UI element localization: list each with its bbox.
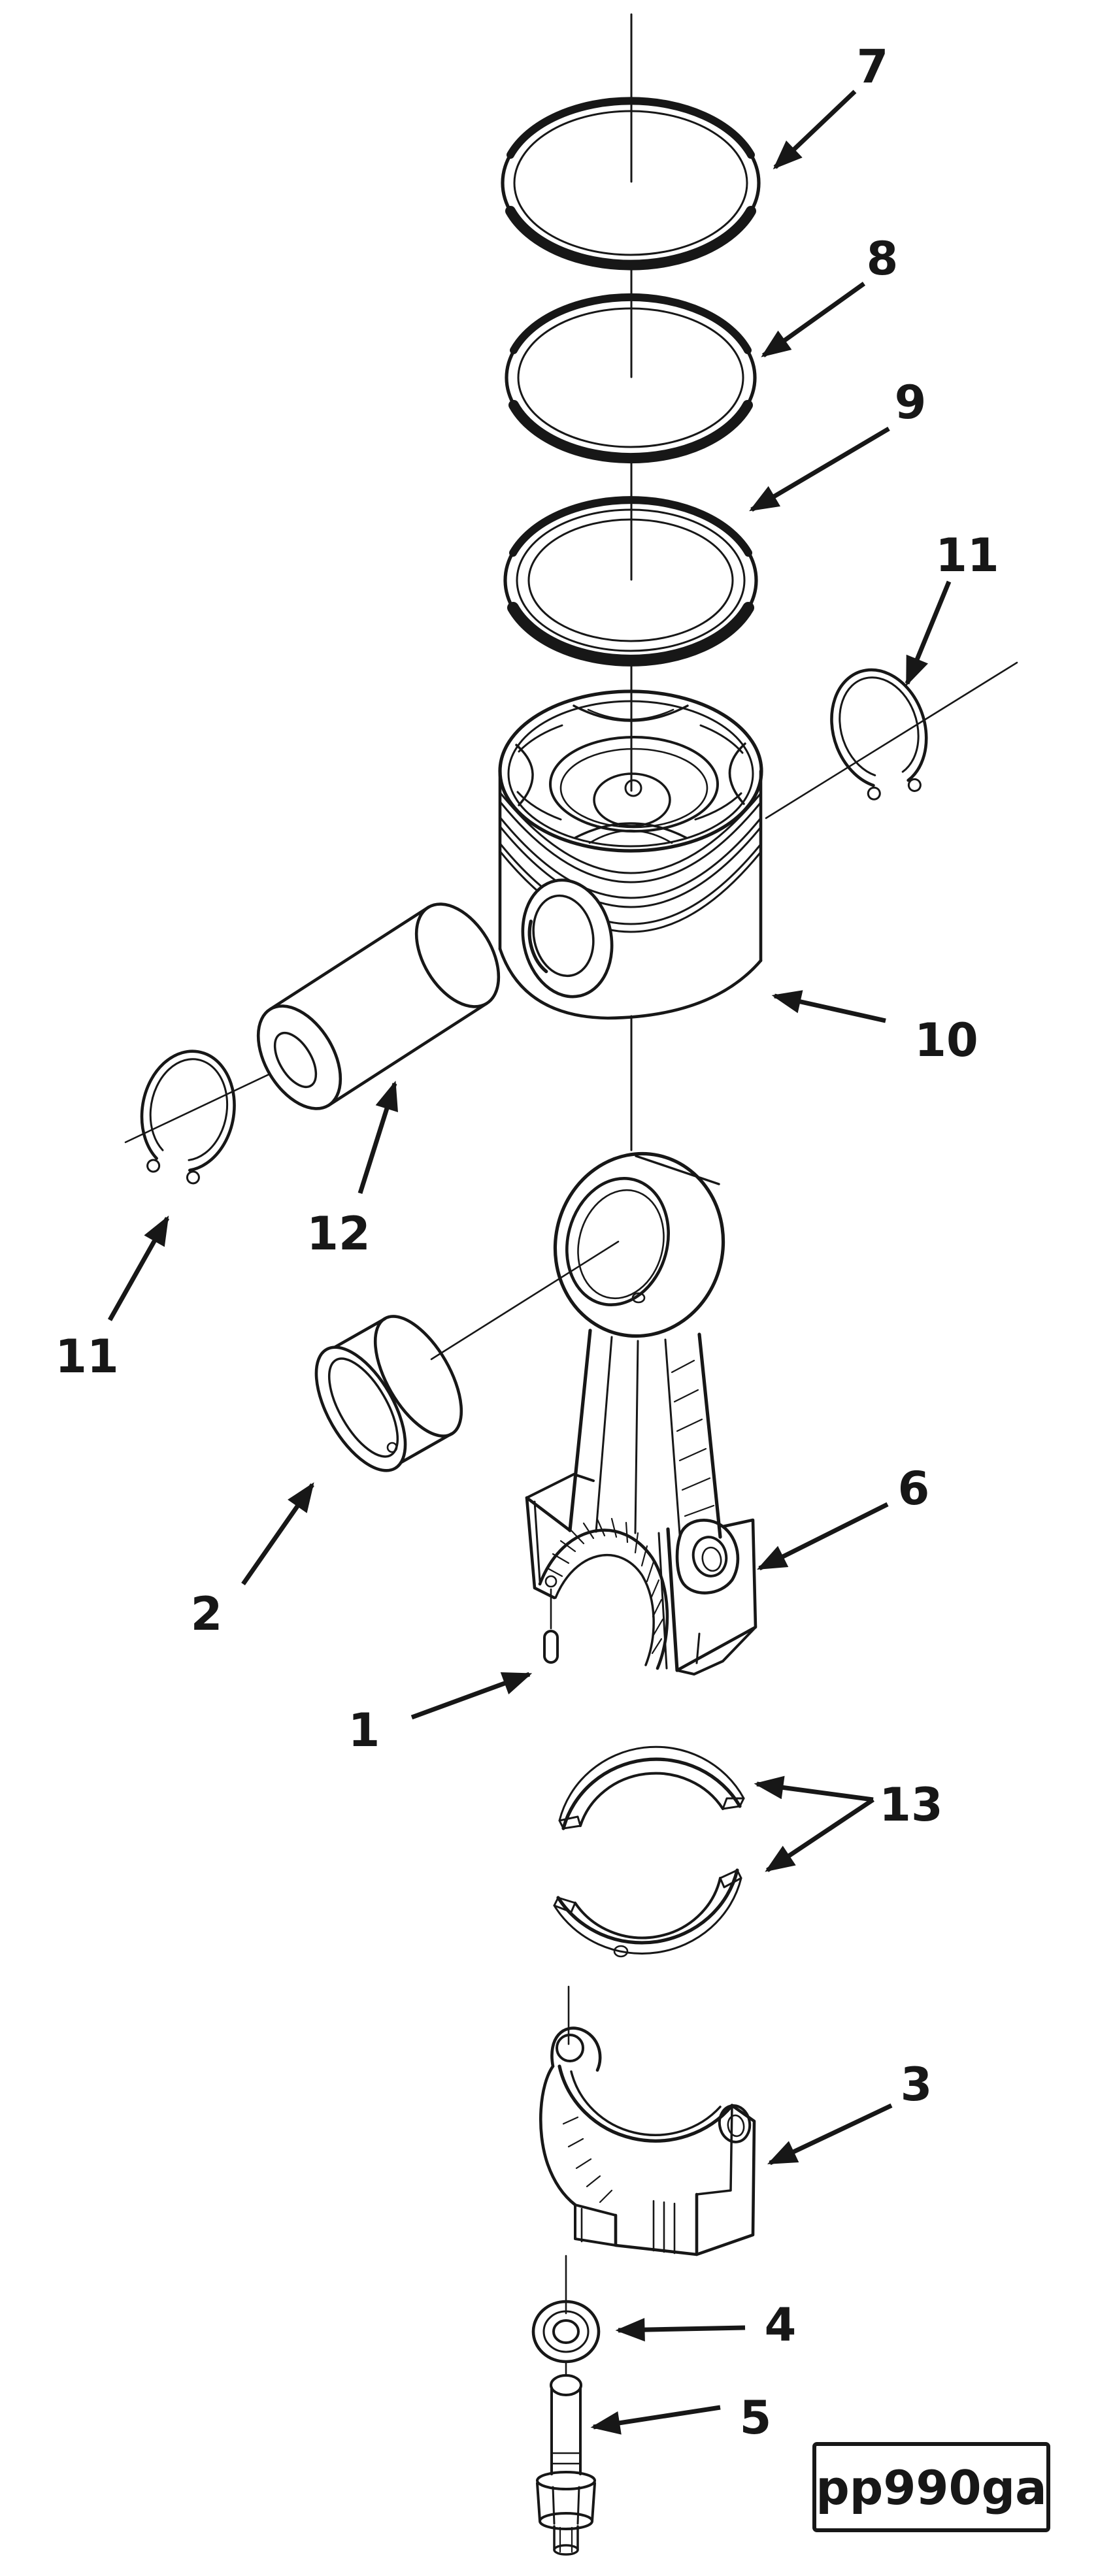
callout-12: 12 [307,1080,398,1261]
stamp-text: pp990ga [816,2460,1047,2515]
bearing-band-hatch [546,1517,664,1655]
figure-stamp: pp990ga [812,2442,1050,2532]
axis-lines [124,13,1018,2376]
callout-label-3: 3 [901,2058,933,2111]
callout-2: 2 [191,1482,314,1641]
connecting-rod [525,1151,757,1676]
callout-label-10: 10 [914,1014,978,1067]
callout-label-9: 9 [895,376,927,429]
washer [531,2300,601,2364]
callout-label-4: 4 [765,2298,797,2352]
stamp-box [812,2442,1050,2532]
callout-4: 4 [615,2298,797,2352]
callout-6: 6 [756,1462,930,1571]
piston-ring-top [501,97,761,271]
callout-11-left: 11 [55,1215,170,1383]
pin-axis-left [124,1060,298,1144]
piston-pin [256,902,501,1110]
callout-1: 1 [348,1672,533,1757]
bearing-shell-upper [558,1745,745,1830]
callout-label-6: 6 [898,1462,930,1515]
callout-10: 10 [771,990,978,1067]
rod-cap [539,2026,756,2256]
callout-label-1: 1 [348,1704,380,1757]
pin-bushing [314,1315,463,1472]
callout-label-7: 7 [857,40,889,93]
retaining-ring-left [140,1049,236,1185]
callout-11-right: 11 [905,529,999,687]
callout-13: 13 [754,1775,943,1872]
pin-axis-right [765,661,1018,819]
callout-label-5: 5 [740,2391,772,2445]
piston-ring-second [505,293,757,464]
dowel-pin [543,1630,559,1664]
bearing-shell-lower [553,1868,742,1958]
cap-bearing-hatch [562,2116,613,2204]
callout-8: 8 [761,232,899,357]
callout-5: 5 [590,2391,772,2445]
callout-9: 9 [749,376,927,512]
callout-7: 7 [773,40,889,170]
callout-label-13: 13 [879,1778,942,1832]
callout-label-12: 12 [307,1207,370,1261]
piston-ring-oil [503,496,758,667]
cap-screw [536,2374,596,2556]
bushing-axis [430,1240,620,1361]
callout-label-11-left: 11 [55,1330,118,1383]
callout-3: 3 [767,2058,933,2166]
callout-label-11-right: 11 [935,529,999,582]
piston [498,689,763,1020]
callout-label-2: 2 [191,1587,223,1641]
retaining-ring-right [830,668,928,801]
callout-label-8: 8 [867,232,899,286]
